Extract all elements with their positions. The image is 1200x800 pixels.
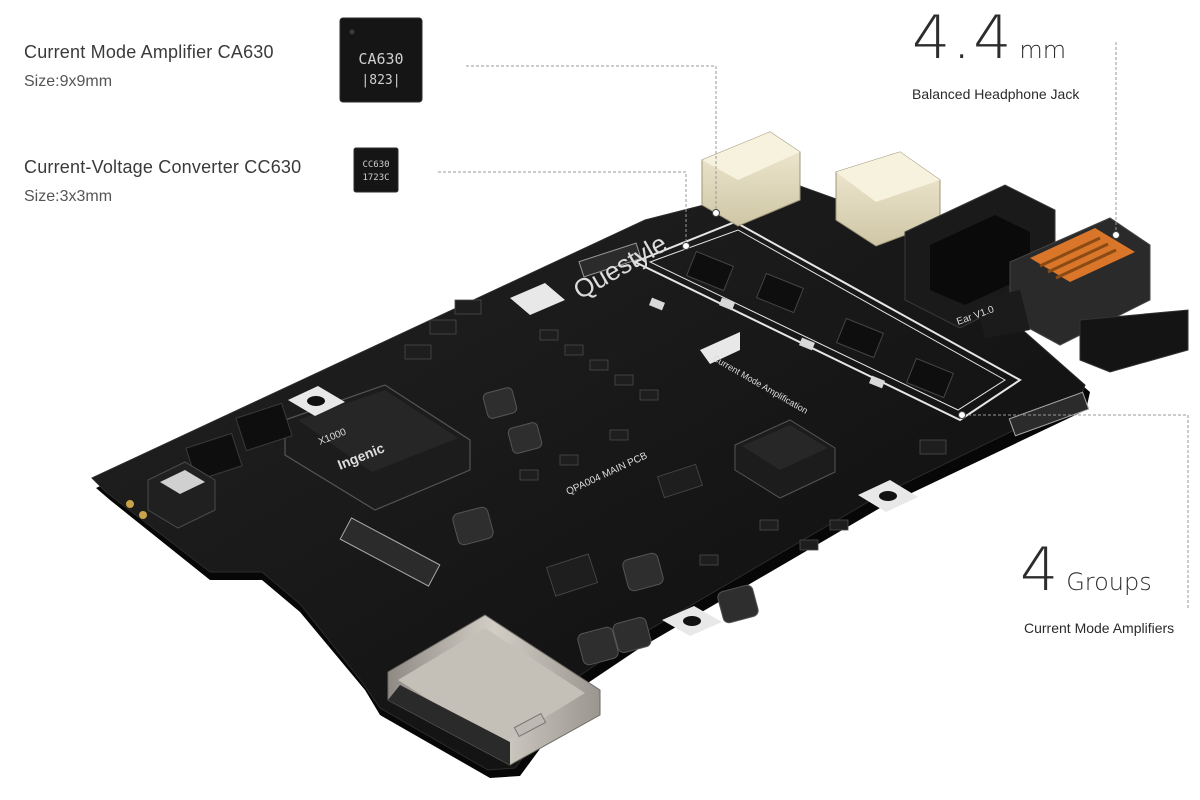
amplifier-section-frame — [632, 220, 1022, 422]
qfp-chip — [734, 419, 836, 499]
ca630-marking-line1: CA630 — [358, 50, 403, 68]
jack-size-unit: mm — [1019, 36, 1067, 64]
callout-leader-lines — [438, 42, 1189, 610]
jack-caption: Balanced Headphone Jack — [912, 86, 1080, 102]
inductors — [452, 387, 759, 666]
flex-connectors — [339, 242, 1090, 587]
cc630-marking-line1: CC630 — [362, 160, 389, 170]
ca630-size: Size:9x9mm — [24, 73, 113, 90]
cc630-size: Size:3x3mm — [24, 188, 113, 205]
beige-relays — [701, 131, 941, 247]
microsd-slot — [387, 614, 601, 766]
jack-size-number: 4.4 — [912, 3, 1014, 73]
ca630-chip: CA630 |823| — [339, 17, 423, 103]
cc630-marking-line2: 1723C — [362, 173, 389, 183]
mounting-holes — [288, 283, 918, 636]
amplifier-components — [649, 250, 955, 399]
smd-components — [404, 299, 947, 597]
groups-caption: Current Mode Amplifiers — [1024, 620, 1175, 636]
groups-unit: Groups — [1066, 568, 1152, 596]
headphone-jack-assembly — [904, 184, 1189, 373]
soc-chip — [185, 384, 471, 511]
ca630-callout: Current Mode Amplifier CA630 Size:9x9mm — [24, 42, 274, 91]
ca630-marking-line2: |823| — [361, 73, 400, 88]
cc630-chip: CC630 1723C — [353, 147, 399, 193]
groups-number: 4 — [1020, 535, 1061, 605]
sensor-module — [126, 461, 216, 529]
cc630-title: Current-Voltage Converter CC630 — [24, 157, 302, 177]
callout-dots — [682, 209, 1120, 419]
ca630-title: Current Mode Amplifier CA630 — [24, 42, 274, 62]
cc630-callout: Current-Voltage Converter CC630 Size:3x3… — [24, 157, 301, 206]
